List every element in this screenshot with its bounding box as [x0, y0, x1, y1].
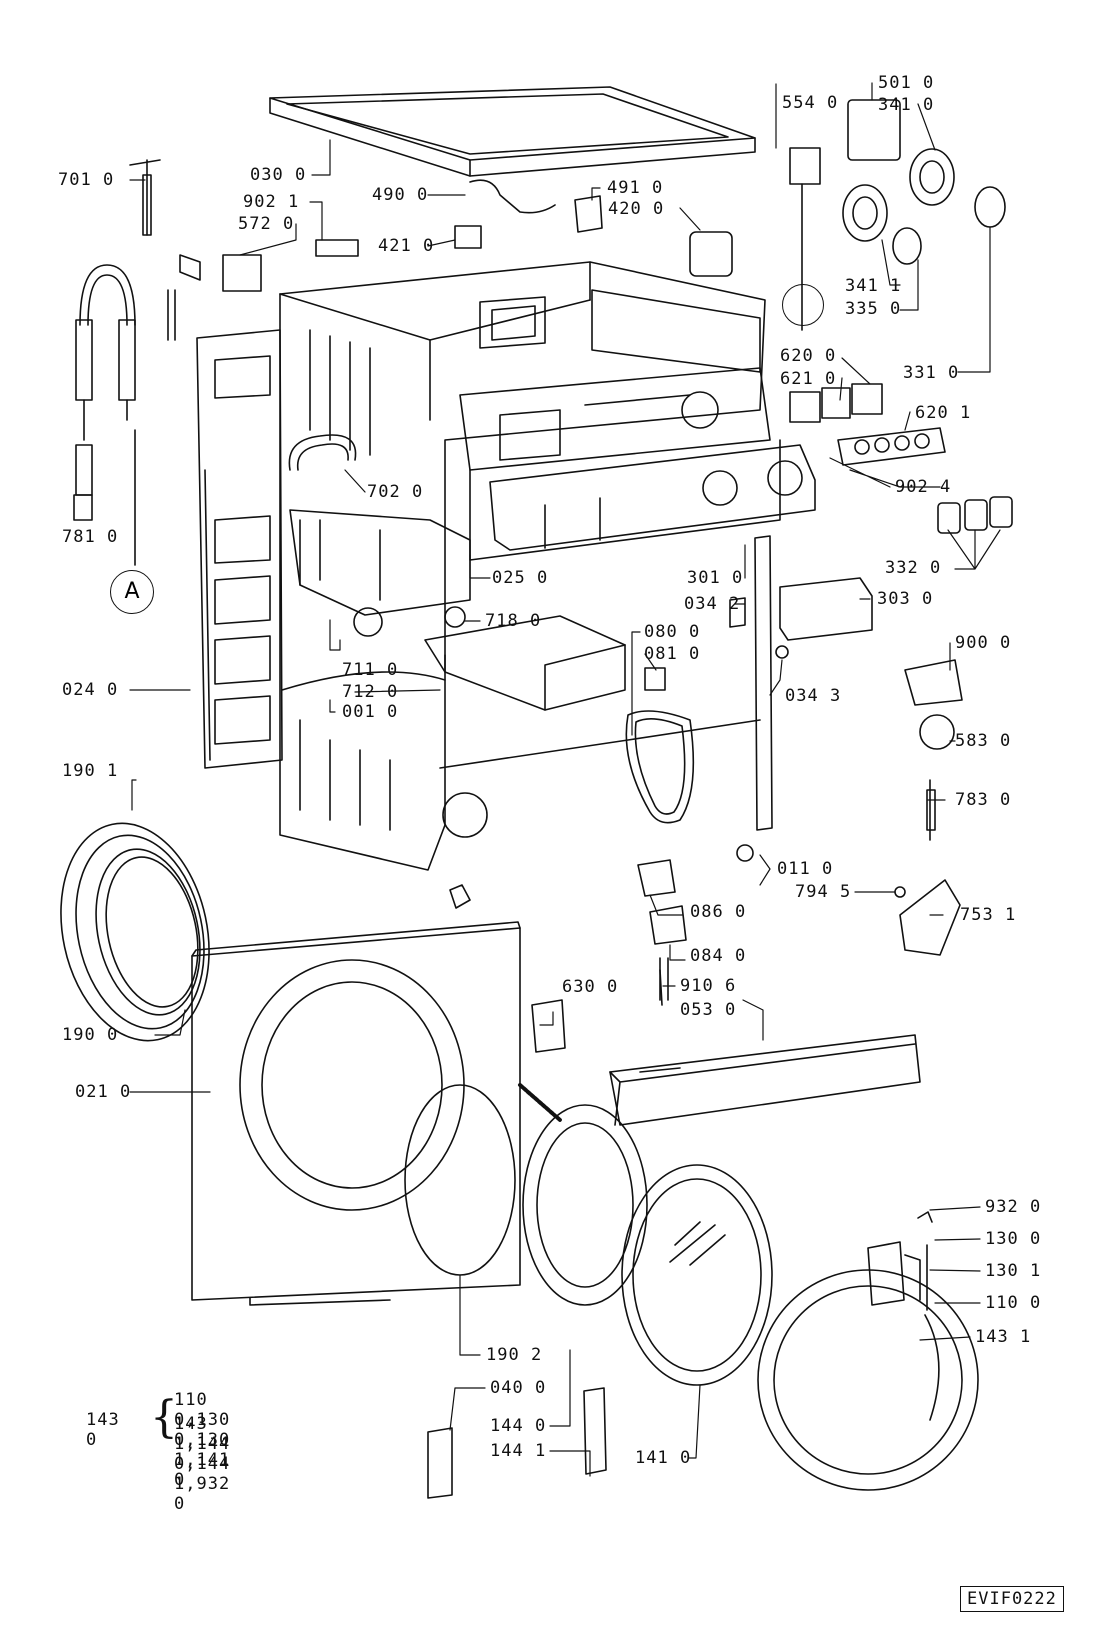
- callout-084-0: 084 0: [690, 946, 747, 966]
- detergent-housing-part: [289, 509, 471, 637]
- callout-141-0: 141 0: [635, 1448, 692, 1468]
- callout-702-0: 702 0: [367, 482, 424, 502]
- callout-620-1: 620 1: [915, 403, 972, 423]
- callout-190-2: 190 2: [486, 1345, 543, 1365]
- callout-053-0: 053 0: [680, 1000, 737, 1020]
- push-buttons-part: [937, 496, 1013, 534]
- callout-021-0: 021 0: [75, 1082, 132, 1102]
- callout-190-1: 190 1: [62, 761, 119, 781]
- callout-420-0: 420 0: [608, 199, 665, 219]
- callout-554-0: 554 0: [782, 93, 839, 113]
- door-gasket-part: [60, 822, 210, 1042]
- callout-025-0: 025 0: [492, 568, 549, 588]
- callout-421-0: 421 0: [378, 236, 435, 256]
- reference-marker-a: A: [110, 570, 154, 614]
- dispenser-drawer-part: [424, 606, 626, 711]
- kit-line-1: 110 0,130 0,130 1,141 0: [174, 1390, 231, 1490]
- callout-030-0: 030 0: [250, 165, 307, 185]
- cabinet-body-part: [279, 261, 766, 871]
- callout-490-0: 490 0: [372, 185, 429, 205]
- callout-753-1: 753 1: [960, 905, 1017, 925]
- callout-301-0: 301 0: [687, 568, 744, 588]
- switch-parts: [789, 383, 946, 466]
- callout-583-0: 583 0: [955, 731, 1012, 751]
- callout-024-0: 024 0: [62, 680, 119, 700]
- callout-081-0: 081 0: [644, 644, 701, 664]
- callout-701-0: 701 0: [58, 170, 115, 190]
- callout-144-0: 144 0: [490, 1416, 547, 1436]
- callout-130-0: 130 0: [985, 1229, 1042, 1249]
- plinth-part: [609, 1034, 921, 1126]
- hinge-parts: [427, 1387, 607, 1499]
- callout-794-5: 794 5: [795, 882, 852, 902]
- callout-902-4: 902 4: [895, 477, 952, 497]
- door-lock-parts: [867, 1211, 933, 1311]
- callout-080-0: 080 0: [644, 622, 701, 642]
- callout-130-1: 130 1: [985, 1261, 1042, 1281]
- callout-001-0: 001 0: [342, 702, 399, 722]
- callout-341-0: 341 0: [878, 95, 935, 115]
- callout-491-0: 491 0: [607, 178, 664, 198]
- callout-630-0: 630 0: [562, 977, 619, 997]
- small-brackets: [449, 859, 687, 1053]
- callout-190-0: 190 0: [62, 1025, 119, 1045]
- callout-335-0: 335 0: [845, 299, 902, 319]
- kit-brace: {: [150, 1392, 179, 1443]
- callout-086-0: 086 0: [690, 902, 747, 922]
- callout-110-0: 110 0: [985, 1293, 1042, 1313]
- valve-parts: [167, 179, 733, 341]
- drawing-code: EVIF0222: [960, 1586, 1064, 1612]
- side-panel-part: [196, 329, 283, 769]
- callout-932-0: 932 0: [985, 1197, 1042, 1217]
- callout-621-0: 621 0: [780, 369, 837, 389]
- callout-572-0: 572 0: [238, 214, 295, 234]
- leader-lines: [129, 82, 1001, 1477]
- door-ring-part: [404, 1083, 979, 1491]
- callout-303-0: 303 0: [877, 589, 934, 609]
- fascia-panel-part: [489, 444, 816, 551]
- reference-marker-t: [782, 284, 824, 326]
- callout-781-0: 781 0: [62, 527, 119, 547]
- callout-910-6: 910 6: [680, 976, 737, 996]
- callout-711-0: 711 0: [342, 660, 399, 680]
- kit-line-2: 143 1,144 0,144 1,932 0: [174, 1414, 231, 1514]
- inlet-hose-part: [73, 159, 161, 566]
- callout-341-1: 341 1: [845, 276, 902, 296]
- callout-034-2: 034 2: [684, 594, 741, 614]
- counterweight-frame-part: [625, 667, 695, 824]
- callout-034-3: 034 3: [785, 686, 842, 706]
- callout-900-0: 900 0: [955, 633, 1012, 653]
- callout-718-0: 718 0: [485, 611, 542, 631]
- callout-011-0: 011 0: [777, 859, 834, 879]
- front-panel-part: [191, 921, 521, 1306]
- callout-332-0: 332 0: [885, 558, 942, 578]
- callout-331-0: 331 0: [903, 363, 960, 383]
- callout-144-1: 144 1: [490, 1441, 547, 1461]
- top-lid-part: [269, 86, 756, 177]
- panel-frame-part: [459, 367, 781, 561]
- callout-712-0: 712 0: [342, 682, 399, 702]
- callout-783-0: 783 0: [955, 790, 1012, 810]
- callout-143-1: 143 1: [975, 1327, 1032, 1347]
- callout-902-1: 902 1: [243, 192, 300, 212]
- right-side-parts: [659, 535, 963, 1006]
- callout-501-0: 501 0: [878, 73, 935, 93]
- drain-hose-part: [288, 434, 357, 471]
- kit-part-number: 143 0: [86, 1410, 120, 1450]
- callout-040-0: 040 0: [490, 1378, 547, 1398]
- button-holder-part: [779, 577, 873, 641]
- callout-620-0: 620 0: [780, 346, 837, 366]
